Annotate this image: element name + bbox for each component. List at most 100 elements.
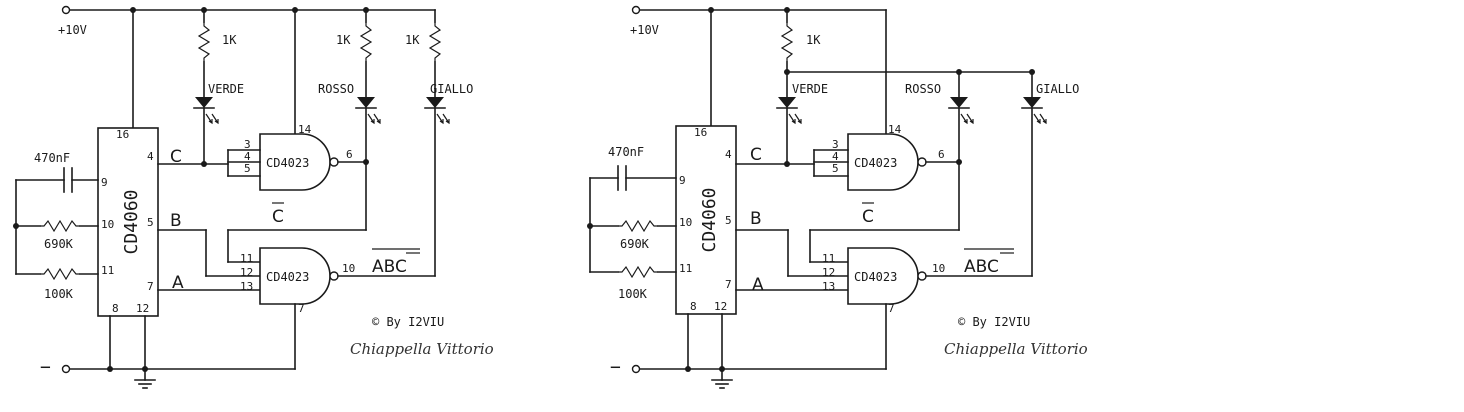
pin-label: 4	[244, 150, 251, 163]
pin-label: 11	[679, 262, 692, 275]
led-yellow-icon	[1021, 96, 1047, 124]
signal-c: C	[750, 145, 762, 165]
capacitor-label: 470nF	[608, 145, 644, 159]
pin-label: 16	[694, 126, 707, 139]
resistor-3	[429, 21, 441, 63]
pin-label: 10	[101, 218, 114, 231]
pin-label: 4	[725, 148, 732, 161]
led-red-label: ROSSO	[318, 82, 354, 96]
signal-c-not: C	[272, 207, 284, 227]
resistor-100k	[617, 266, 659, 278]
pin-label: 8	[690, 300, 697, 313]
resistor-1	[198, 21, 210, 63]
negative-label: −	[40, 357, 51, 378]
resistor-100k-label: 100K	[44, 287, 74, 301]
counter-chip	[675, 125, 737, 315]
pin-label: 13	[822, 280, 835, 293]
pin-label: 5	[147, 216, 154, 229]
pin-label: 4	[832, 150, 839, 163]
schematic-modified: +10V 1K VERDE ROSSO GIALLO CD4060 16 4 5…	[587, 5, 1088, 389]
led-yellow-label: GIALLO	[1036, 82, 1079, 96]
led-green-label: VERDE	[792, 82, 828, 96]
pin-label: 12	[714, 300, 727, 313]
counter-chip	[97, 127, 159, 317]
resistor-100k-label: 100K	[618, 287, 648, 301]
gate-top-label: CD4023	[266, 156, 309, 170]
pin-label: 10	[679, 216, 692, 229]
pin-label: 8	[112, 302, 119, 315]
pin-label: 3	[832, 138, 839, 151]
pin-label: 5	[725, 214, 732, 227]
schematic-original: +10V 1K VERDE 1K ROSSO 1K GIALLO CD4060 …	[13, 5, 494, 389]
resistor-3-label: 1K	[405, 33, 420, 47]
counter-chip-label: CD4060	[121, 189, 142, 254]
signal-a: A	[752, 275, 764, 295]
signal-b: B	[750, 209, 762, 229]
signal-a: A	[172, 273, 184, 293]
led-red-icon	[355, 96, 381, 124]
ground-icon	[134, 379, 156, 389]
signal-c: C	[170, 147, 182, 167]
pin-label: 10	[932, 262, 945, 275]
positive-terminal	[631, 5, 641, 15]
led-yellow-icon	[424, 96, 450, 124]
gate-top-label: CD4023	[854, 156, 897, 170]
signal-c-not: C	[862, 207, 874, 227]
signature: Chiappella Vittorio	[350, 340, 494, 358]
ground-icon	[711, 379, 733, 389]
resistor-2-label: 1K	[336, 33, 351, 47]
pin-label: 13	[240, 280, 253, 293]
led-green-icon	[776, 96, 802, 124]
led-red-icon	[948, 96, 974, 124]
led-yellow-label: GIALLO	[430, 82, 473, 96]
pin-label: 9	[679, 174, 686, 187]
resistor-1-label: 1K	[222, 33, 237, 47]
negative-label: −	[610, 357, 621, 378]
resistor-1-label: 1K	[806, 33, 821, 47]
led-red-label: ROSSO	[905, 82, 941, 96]
pin-label: 7	[888, 302, 895, 315]
pin-label: 11	[240, 252, 253, 265]
negative-terminal	[631, 364, 641, 374]
capacitor-label: 470nF	[34, 151, 70, 165]
pin-label: 12	[136, 302, 149, 315]
pin-label: 14	[298, 123, 312, 136]
pin-label: 3	[244, 138, 251, 151]
signal-b: B	[170, 211, 182, 231]
pin-label: 9	[101, 176, 108, 189]
signal-abc-not: ABC	[372, 257, 407, 277]
resistor-690k-label: 690K	[44, 237, 74, 251]
pin-label: 11	[101, 264, 114, 277]
pin-label: 14	[888, 123, 902, 136]
pin-label: 10	[342, 262, 355, 275]
gate-bottom-label: CD4023	[854, 270, 897, 284]
signature: Chiappella Vittorio	[944, 340, 1088, 358]
counter-chip-label: CD4060	[699, 187, 720, 252]
pin-label: 7	[298, 302, 305, 315]
pin-label: 16	[116, 128, 129, 141]
pin-label: 11	[822, 252, 835, 265]
supply-label: +10V	[630, 23, 659, 37]
pin-label: 12	[822, 266, 835, 279]
resistor-2	[360, 21, 372, 63]
resistor-690k	[617, 220, 659, 232]
resistor-100k	[39, 268, 81, 280]
pin-label: 5	[832, 162, 839, 175]
led-green-label: VERDE	[208, 82, 244, 96]
signal-abc-not: ABC	[964, 257, 999, 277]
resistor-690k-label: 690K	[620, 237, 650, 251]
resistor-690k	[39, 220, 81, 232]
pin-label: 12	[240, 266, 253, 279]
led-green-icon	[193, 96, 219, 124]
pin-label: 7	[147, 280, 154, 293]
supply-label: +10V	[58, 23, 87, 37]
pin-label: 4	[147, 150, 154, 163]
pin-label: 6	[346, 148, 353, 161]
credit-label: © By I2VIU	[958, 315, 1030, 329]
credit-label: © By I2VIU	[372, 315, 444, 329]
gate-bottom-label: CD4023	[266, 270, 309, 284]
negative-terminal	[61, 364, 71, 374]
pin-label: 6	[938, 148, 945, 161]
resistor-1	[781, 21, 793, 63]
